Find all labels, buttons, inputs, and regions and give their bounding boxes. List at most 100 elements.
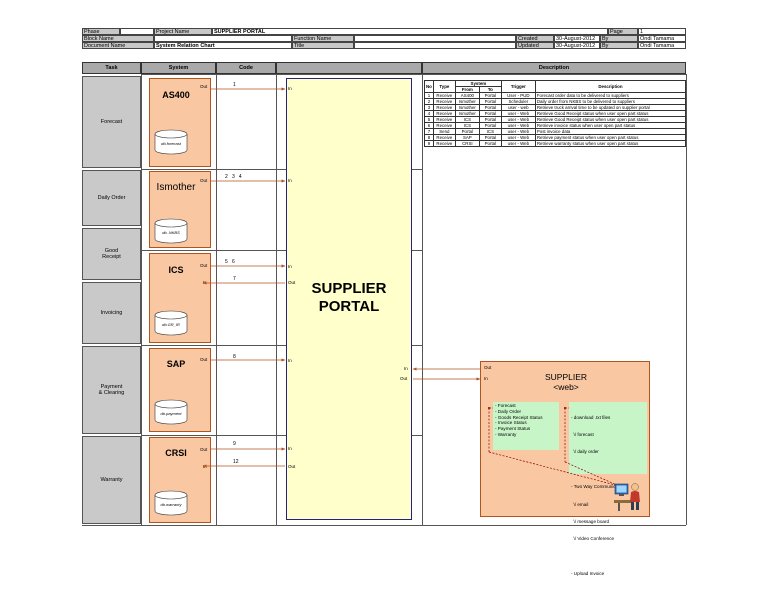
header-trigger: Trigger (500, 80, 536, 93)
list-item: - Payment Status (495, 426, 531, 432)
description-table: No Type System Trigger Description From … (424, 80, 687, 147)
title-label: Title (292, 42, 354, 49)
phase-label: Phase (82, 28, 120, 35)
system-ics: ICS Out In db.GR_IR (149, 253, 211, 343)
database-icon: db..NKBS (154, 218, 188, 244)
list-item: \/ Video Conference (571, 536, 615, 542)
task-column-header: Task (82, 62, 141, 74)
block-name-value (154, 35, 292, 42)
system-as400: AS400 Out db.forecast (149, 78, 211, 167)
grid-line (141, 345, 422, 346)
grid-line (686, 74, 687, 525)
database-label: db.payment (160, 411, 182, 416)
portal-port-in: In (288, 358, 292, 363)
cell: 9 (424, 140, 434, 147)
code-label: 9 (233, 441, 236, 447)
cell: Retrieve warranty status when user open … (534, 140, 687, 147)
task-good-receipt: Good Receipt (82, 228, 141, 280)
code-label: 12 (233, 459, 239, 465)
cell: Receive (432, 134, 456, 141)
connector-arrows (202, 87, 481, 468)
system-name: AS400 (162, 90, 190, 100)
system-ismother: Ismother Out db..NKBS (149, 171, 211, 248)
system-name: Ismother (156, 182, 196, 193)
grid-line (422, 74, 423, 525)
task-payment-clearing: Payment & Clearing (82, 346, 141, 434)
port-in: In (484, 376, 488, 381)
page-value: 1 (638, 28, 686, 35)
grid-line (276, 74, 277, 525)
grid-line (141, 74, 686, 75)
cell: Ismother (454, 110, 480, 117)
system-name: ICS (168, 265, 184, 275)
supplier-portal-box (286, 78, 412, 520)
dashed-connectors (488, 407, 620, 487)
cell: Receive (432, 122, 456, 129)
cell: Portal (478, 140, 502, 147)
cell: Receive (432, 104, 456, 111)
grid-line (141, 435, 422, 436)
list-item: - Warranty (495, 431, 517, 437)
cell: CRSI (454, 140, 480, 147)
portal-port-in: In (288, 446, 292, 451)
database-label: db..NKBS (162, 230, 180, 235)
portal-port-out: Out (288, 280, 296, 285)
portal-port-in: In (288, 86, 292, 91)
portal-right-port-in: In (404, 366, 408, 371)
function-name-label: Function Name (292, 35, 354, 42)
list-item: \/ forecast (571, 431, 594, 437)
portal-title-line2: PORTAL (318, 298, 380, 315)
system-column-header: System (141, 62, 216, 74)
project-name-label: Project Name (154, 28, 212, 35)
grid-line (141, 250, 422, 251)
cell: Receive (432, 116, 456, 123)
list-item: - Goods Receipt Status (495, 414, 543, 420)
list-item: \/ daily order (571, 449, 599, 455)
code-label: 7 (233, 276, 236, 282)
by-label-2: By (600, 42, 638, 49)
task-warranty: Warranty (82, 436, 141, 524)
phase-value (120, 28, 154, 35)
system-name: SAP (166, 359, 186, 369)
portal-title-line1: SUPPLIER (311, 280, 387, 297)
portal-port-out: Out (288, 464, 296, 469)
list-item: \/ message board (571, 518, 610, 524)
updated-label: Updated (516, 42, 554, 49)
supplier-web-title-line2: <web> (553, 382, 579, 392)
grid-line (141, 74, 142, 525)
supplier-portal-title: SUPPLIER PORTAL (286, 280, 412, 316)
database-icon: db.payment (154, 399, 188, 425)
header-type: Type (432, 80, 456, 93)
list-item: - Forecast (495, 403, 516, 408)
database-label: db.warranty (160, 502, 182, 507)
system-sap: SAP Out db.payment (149, 348, 211, 432)
portal-port-in: In (288, 178, 292, 183)
list-item: - Upload Invoice (571, 571, 605, 577)
header-no: No (424, 80, 434, 93)
code-label: 2 3 4 (225, 174, 242, 180)
cell: Receive (432, 92, 456, 99)
port-out: Out (200, 447, 208, 452)
task-daily-order: Daily Order (82, 170, 141, 226)
by-value-2: Ondi Tamama (638, 42, 686, 49)
list-item: - Invoice Status (495, 420, 527, 426)
cell: Ismother (454, 104, 480, 111)
cell: Ismother (454, 98, 480, 105)
updated-date: 30-August-2012 (554, 42, 600, 49)
port-out: Out (484, 365, 492, 370)
by-value-1: Ondi Tamama (638, 35, 686, 42)
database-icon: db.forecast (154, 129, 188, 155)
header-description: Description (534, 80, 687, 93)
list-item (571, 554, 645, 560)
system-name: CRSI (165, 448, 187, 458)
supplier-web-box: Out In SUPPLIER <web> - Forecast - Daily… (480, 361, 650, 576)
cell: Receive (432, 110, 456, 117)
cell: Receive (432, 140, 456, 147)
database-icon: db.GR_IR (154, 310, 188, 336)
port-out: Out (200, 263, 208, 268)
created-date: 30-August-2012 (554, 35, 600, 42)
